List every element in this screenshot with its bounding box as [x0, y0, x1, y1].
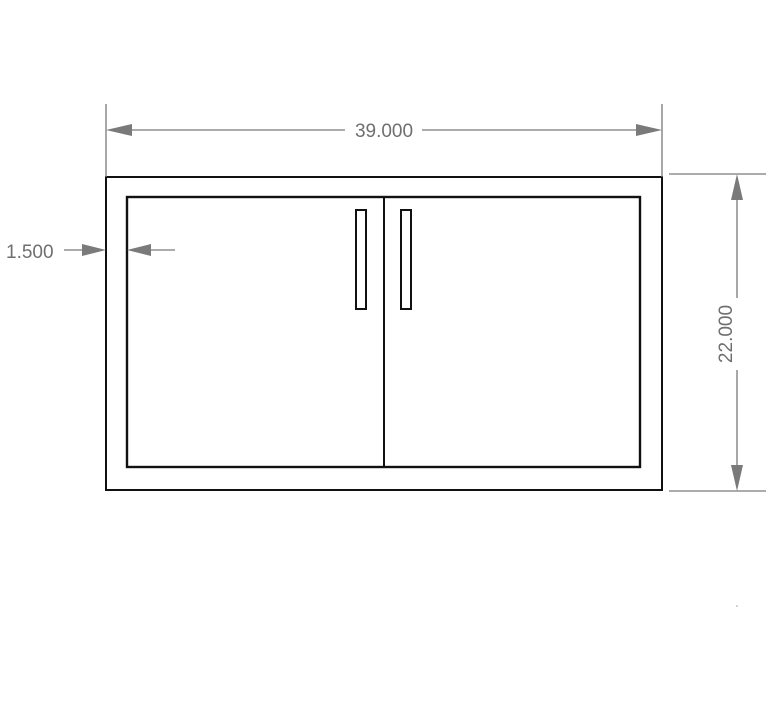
border-dimension: 1.500: [6, 242, 175, 263]
border-arrow-left: [82, 244, 106, 256]
border-dimension-label: 1.500: [6, 242, 54, 263]
left-door-handle: [355, 209, 367, 310]
border-arrow-right: [127, 244, 151, 256]
height-dimension-label: 22.000: [716, 305, 737, 363]
height-arrow-bottom: [731, 465, 743, 491]
stray-mark: [736, 605, 738, 607]
width-dimension: 39.000: [105, 104, 663, 177]
outer-frame: [105, 176, 663, 491]
width-arrow-left: [106, 124, 132, 136]
width-dimension-label: 39.000: [355, 121, 413, 142]
height-dimension: 22.000: [669, 173, 766, 492]
right-door-handle: [400, 209, 412, 310]
height-arrow-top: [731, 174, 743, 200]
width-arrow-right: [636, 124, 662, 136]
